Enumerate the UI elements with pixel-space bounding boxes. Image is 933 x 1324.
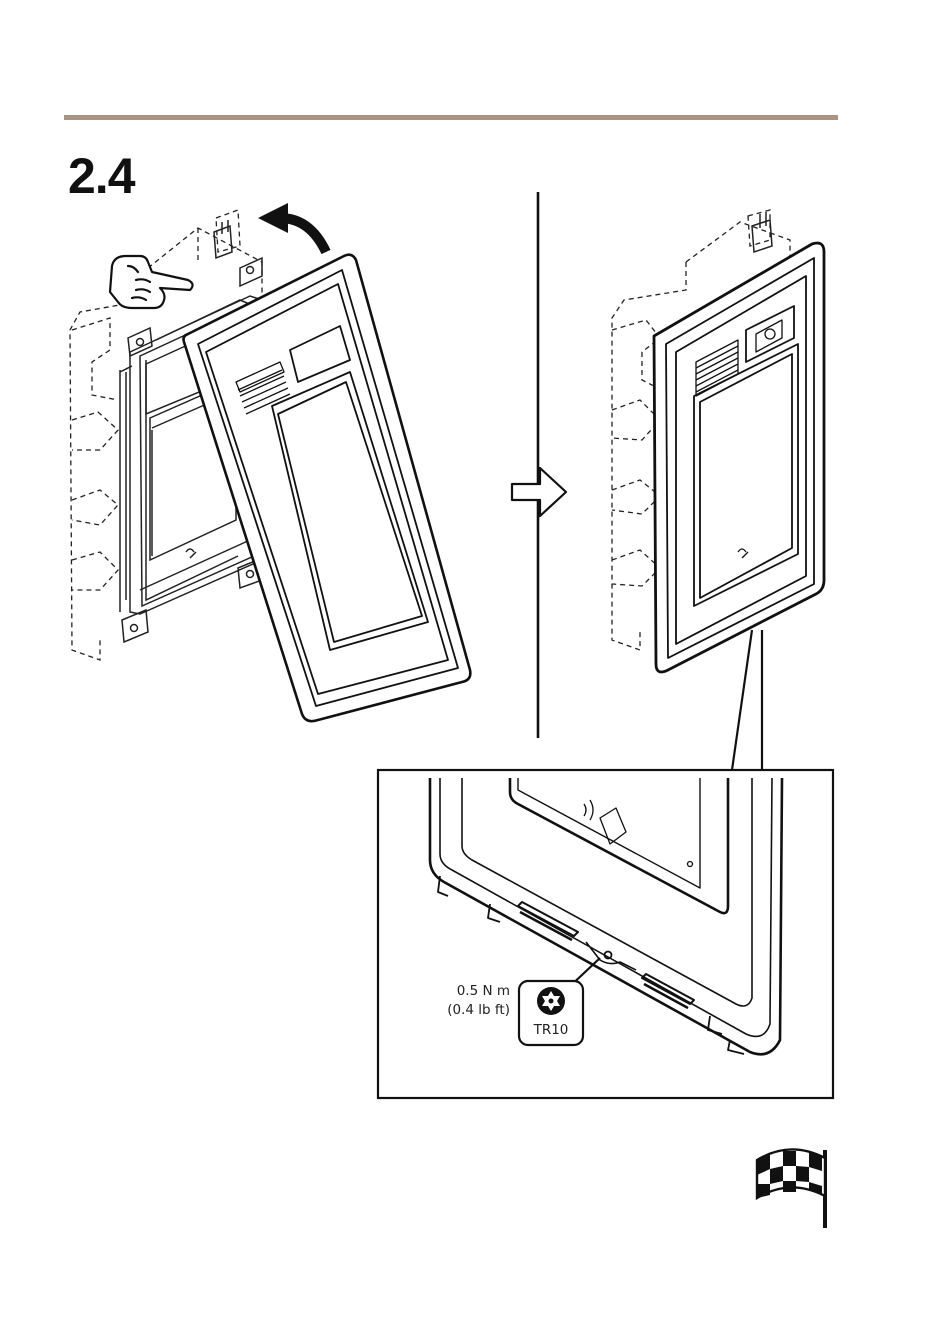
tool-label: TR10 [519, 1022, 583, 1038]
torque-lbft: (0.4 lb ft) [420, 1001, 510, 1020]
mounting-bracket-right [752, 212, 772, 252]
detail-view-frame [378, 770, 833, 1098]
pointing-hand-icon [110, 256, 193, 308]
torque-spec: 0.5 N m (0.4 lb ft) [420, 982, 510, 1020]
detail-callout-lines [732, 630, 762, 770]
curved-arrow-icon [258, 203, 326, 252]
torque-nm: 0.5 N m [420, 982, 510, 1001]
checkered-flag-icon [757, 1149, 825, 1228]
outline-arrow-right-icon [512, 468, 566, 516]
front-cover-installed [654, 243, 824, 672]
front-cover-tilted [184, 255, 471, 721]
